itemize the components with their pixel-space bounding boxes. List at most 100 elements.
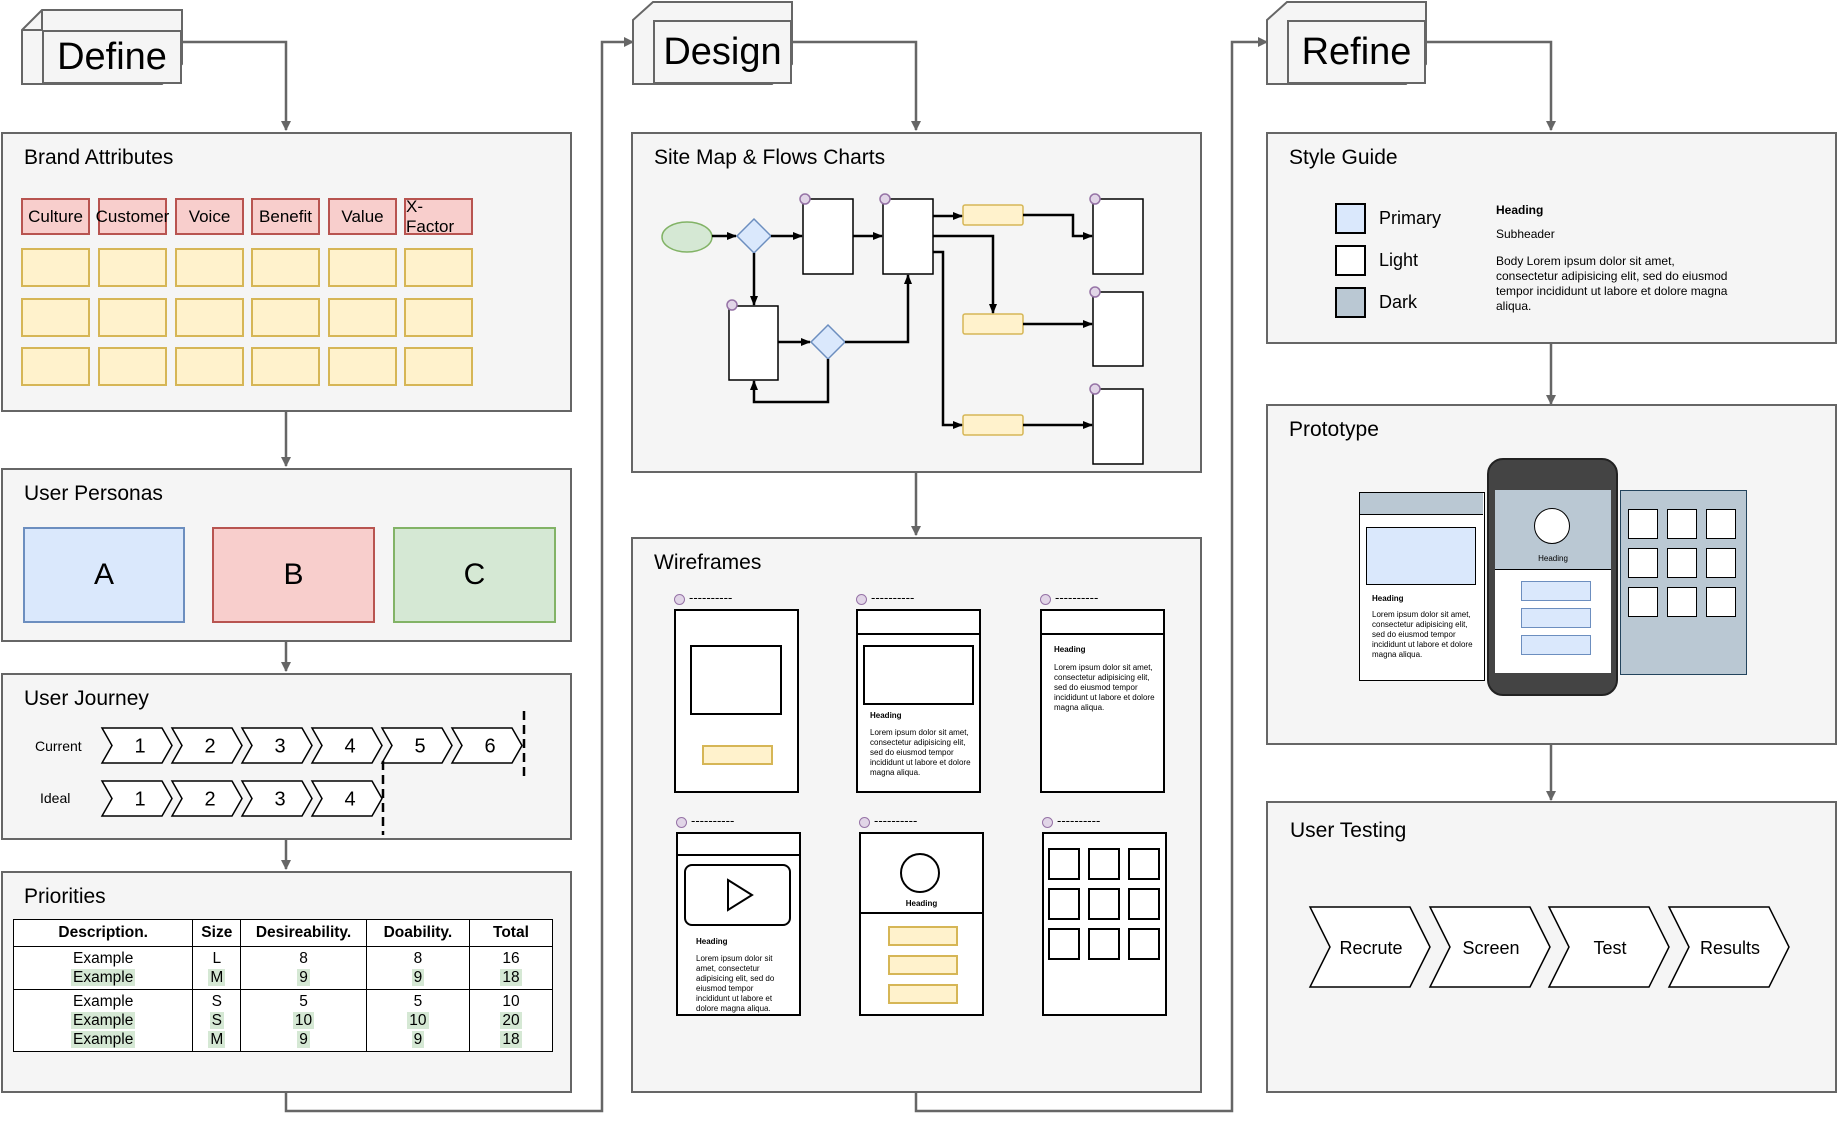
cell-value: M [208, 1031, 226, 1048]
primary-swatch [1335, 203, 1366, 234]
journey-step-label: 3 [274, 736, 285, 758]
list-item-placeholder [888, 984, 958, 1004]
wireframe-heading: Heading [696, 937, 728, 946]
list-item-placeholder [888, 955, 958, 975]
testing-step-label: Recrute [1339, 938, 1402, 958]
journey-step-label: 5 [414, 736, 425, 758]
wireframe-dot [856, 594, 867, 605]
flow-arrow [1023, 213, 1093, 240]
grid-tile [1667, 587, 1697, 617]
grid-tile [1048, 928, 1080, 960]
wireframe-label: ---------- [691, 813, 735, 828]
testing-step-label: Test [1593, 938, 1626, 958]
cell-value: 8 [413, 950, 423, 967]
panel-title: User Journey [24, 687, 149, 710]
journey-step: 2 [170, 727, 243, 764]
testing-step-label: Screen [1462, 938, 1519, 958]
design-header: Design [653, 20, 792, 84]
journey-step: 5 [380, 727, 453, 764]
divider [861, 912, 982, 914]
cell-value: 9 [297, 1031, 310, 1048]
panel-title: Prototype [1289, 418, 1379, 441]
brand-attribute-cell [328, 298, 397, 337]
page-node [882, 198, 934, 275]
journey-step-label: 1 [134, 789, 145, 811]
process-node [962, 313, 1024, 335]
column-header-desireability: Desireability. [240, 919, 367, 947]
page-node [728, 305, 779, 381]
cell-value: 18 [500, 1031, 522, 1048]
refine-header: Refine [1287, 20, 1426, 84]
brand-attribute-cell [404, 347, 473, 386]
panel-title: Site Map & Flows Charts [654, 146, 886, 169]
persona-a: A [23, 527, 185, 623]
priorities-table: Description. Size Desireability. Doabili… [12, 919, 554, 1052]
profile-header: Heading [1495, 490, 1611, 570]
cell-value: 10 [407, 1012, 429, 1029]
header-bar [858, 633, 979, 635]
journey-step-label: 2 [204, 789, 215, 811]
cell-value: 9 [297, 969, 310, 986]
node-dot [1089, 193, 1101, 205]
prototype-panel: Prototype Heading Lorem ipsum dolor sit … [1266, 404, 1837, 745]
panel-title: User Testing [1290, 819, 1407, 842]
phase-connectors [182, 37, 1556, 1113]
flow-arrow [933, 250, 963, 429]
cell-value: 20 [500, 1012, 522, 1029]
testing-step: Test [1547, 906, 1670, 988]
brand-attribute-header: Benefit [251, 198, 320, 235]
grid-tile [1706, 509, 1736, 539]
process-node [962, 414, 1024, 436]
cell-value: Example [71, 1031, 136, 1048]
profile-heading: Heading [1538, 554, 1568, 563]
brand-attribute-cell [21, 347, 90, 386]
primary-label: Primary [1379, 208, 1441, 228]
persona-c: C [393, 527, 556, 623]
wireframe-label: ---------- [1055, 590, 1099, 605]
journey-step: 6 [450, 727, 523, 764]
grid-tile [1128, 928, 1160, 960]
node-dot [1089, 383, 1101, 395]
journey-step-label: 1 [134, 736, 145, 758]
wireframe-video-page: Heading Lorem ipsum dolor sit amet, cons… [676, 832, 801, 1016]
page-node [1092, 198, 1144, 275]
current-label: Current [35, 738, 82, 754]
column-header-doability: Doability. [365, 919, 470, 947]
grid-tile [1628, 509, 1658, 539]
cell-value: 10 [292, 1012, 315, 1029]
wireframe-label: ---------- [1057, 813, 1101, 828]
flow-arrow [750, 359, 830, 404]
brand-attribute-cell [21, 298, 90, 337]
brand-attribute-header: Culture [21, 198, 90, 235]
grid-tile [1088, 928, 1120, 960]
wireframe-label: ---------- [689, 590, 733, 605]
testing-step: Results [1667, 906, 1790, 988]
wireframe-heading: Heading [870, 711, 902, 720]
header-bar [678, 854, 799, 856]
journey-step: 4 [310, 780, 383, 817]
process-node [962, 204, 1024, 226]
user-personas-panel: User Personas A B C [1, 468, 572, 642]
wireframe-body: Lorem ipsum dolor sit amet, consectetur … [1054, 663, 1155, 712]
image-placeholder [690, 645, 782, 715]
testing-step: Screen [1428, 906, 1551, 988]
journey-step: 2 [170, 780, 243, 817]
journey-step-label: 3 [274, 789, 285, 811]
list-item-placeholder [1521, 608, 1591, 628]
panel-title: Brand Attributes [24, 146, 174, 169]
flow-chart [661, 193, 1144, 465]
brand-attribute-cell [251, 248, 320, 287]
wireframe-body: Lorem ipsum dolor sit amet, consectetur … [696, 954, 775, 1013]
grid-tile [1628, 548, 1658, 578]
brand-attribute-cell [98, 298, 167, 337]
brand-attribute-cell [175, 347, 244, 386]
wireframe-image-page [674, 609, 799, 793]
grid-tile [1128, 848, 1160, 880]
